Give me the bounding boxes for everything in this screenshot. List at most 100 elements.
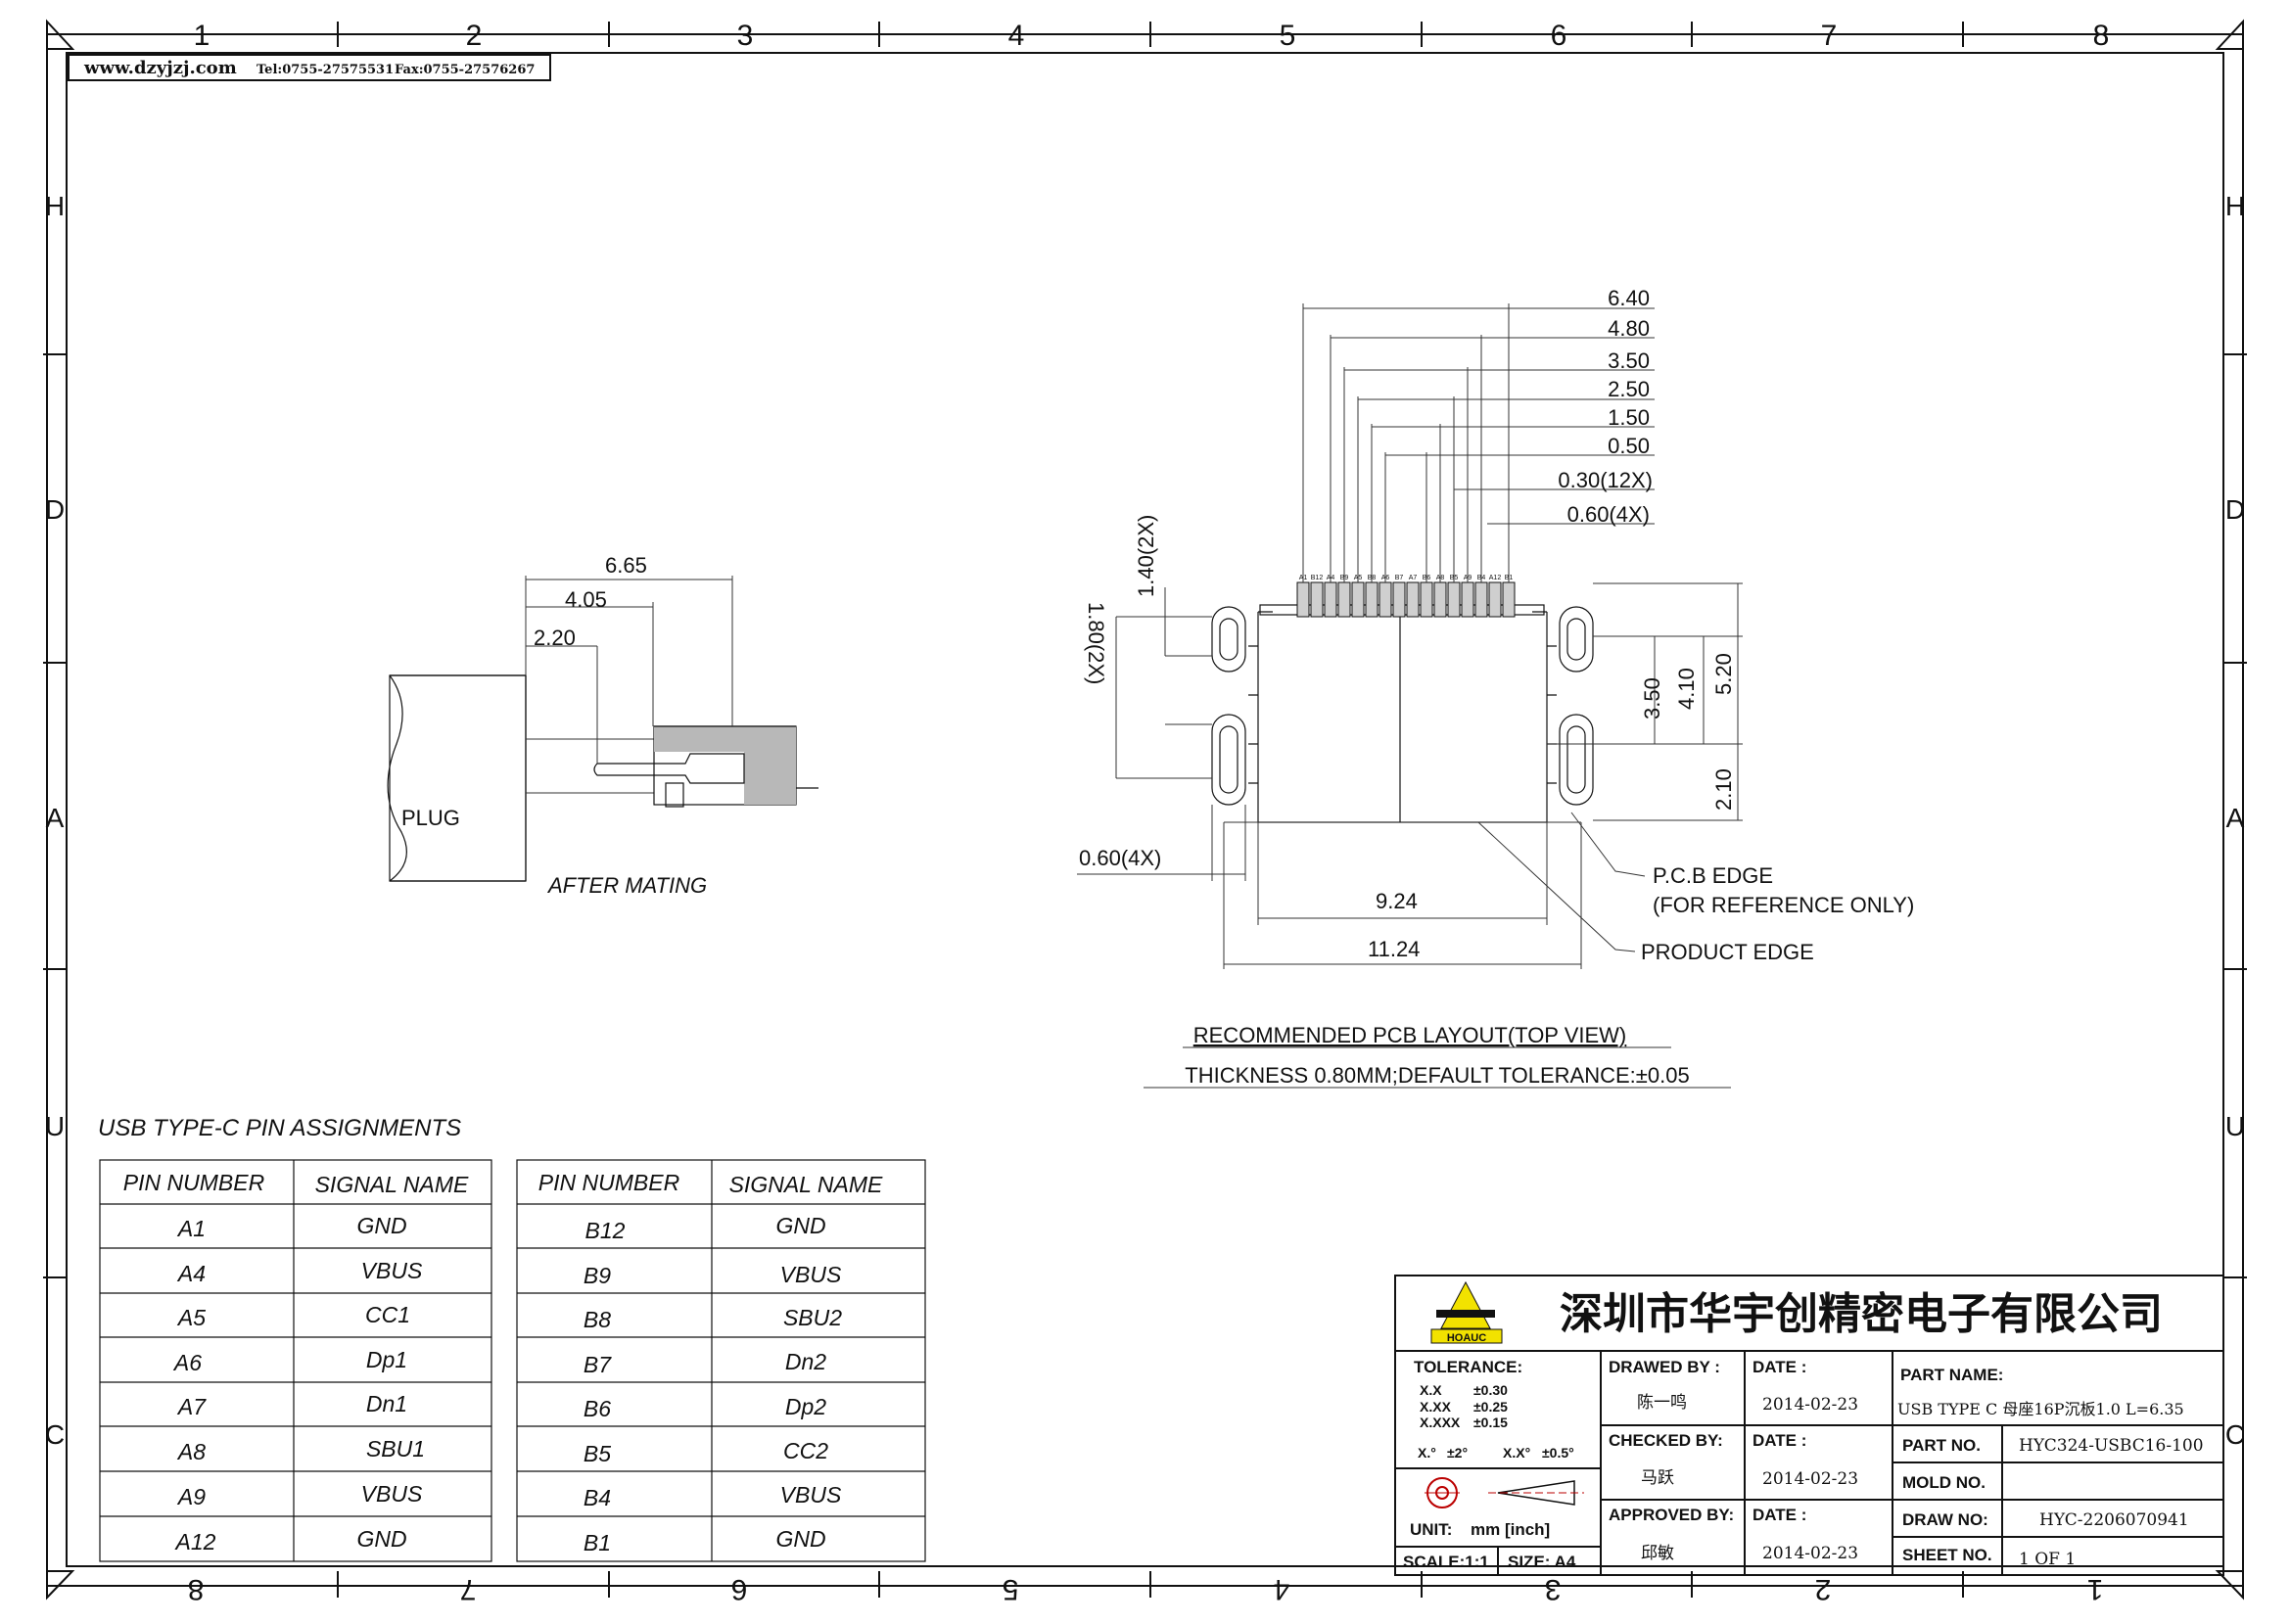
dim-3-50-top: 3.50 (1608, 348, 1650, 373)
table-a-pin: A4 (176, 1261, 206, 1286)
dim-0-50: 0.50 (1608, 434, 1650, 458)
pad-2 (1310, 581, 1324, 618)
table-b-pin: B12 (585, 1218, 626, 1243)
row-label-c-right: C (2225, 1419, 2245, 1450)
approved-by-label: APPROVED BY: (1609, 1506, 1734, 1524)
col-label-bottom-5: 4 (1274, 1573, 1290, 1605)
table-b-signal: CC2 (783, 1438, 828, 1463)
pad-label-b7: B7 (1395, 575, 1404, 581)
pad-label-b12: B12 (1311, 575, 1324, 581)
table-b-pin: B1 (584, 1530, 611, 1555)
col-label-2: 2 (466, 20, 483, 52)
col-label-bottom-1: 8 (188, 1573, 205, 1605)
col-label-bottom-8: 1 (2087, 1573, 2104, 1605)
company-logo: HOAUC (1430, 1280, 1503, 1344)
website-link[interactable]: www.dzyjzj.com (83, 58, 237, 78)
dim-2-10: 2.10 (1711, 768, 1736, 811)
row-label-c-left: C (45, 1419, 65, 1450)
table-b-signal: VBUS (780, 1482, 842, 1508)
dim-3-50-right: 3.50 (1640, 677, 1664, 719)
dim-1-80-2x: 1.80(2X) (1084, 602, 1108, 684)
row-label-u-left: U (45, 1111, 65, 1141)
table-a-pin: A9 (176, 1484, 206, 1509)
pad-label-a7: A7 (1409, 575, 1418, 581)
pad-16 (1502, 581, 1516, 618)
pad-12 (1447, 581, 1461, 618)
unit-value: mm [inch] (1471, 1520, 1550, 1539)
draw-no-value: HYC-2206070941 (2039, 1510, 2189, 1530)
mounting-slots (1211, 606, 1594, 806)
tol-angle-2: X.X° (1503, 1445, 1530, 1461)
date-value-2: 2014-02-23 (1762, 1469, 1858, 1489)
row-label-h-right: H (2225, 191, 2245, 221)
tol-x-xx-val: ±0.25 (1473, 1399, 1508, 1415)
tol-x-xx: X.XX (1420, 1399, 1452, 1415)
col-label-bottom-6: 3 (1545, 1573, 1562, 1605)
part-name-label: PART NAME: (1900, 1366, 2003, 1384)
pad-15 (1488, 581, 1502, 618)
row-label-a-right: A (2226, 803, 2245, 833)
table-a-pin: A5 (176, 1305, 206, 1330)
drawed-by-name: 陈一鸣 (1637, 1393, 1687, 1413)
col-label-3: 3 (737, 20, 754, 52)
pcb-layout-view: A1 B12 A4 B9 A5 B8 A6 B7 A7 B6 A8 B5 A9 … (1077, 286, 1914, 1089)
sheet-no-value: 1 OF 1 (2019, 1550, 2076, 1569)
table-b-pin: B5 (584, 1441, 611, 1466)
col-label-bottom-4: 5 (1003, 1573, 1019, 1605)
part-no-label: PART NO. (1902, 1436, 1981, 1455)
mold-no-label: MOLD NO. (1902, 1473, 1986, 1492)
pcb-edge-note: (FOR REFERENCE ONLY) (1653, 893, 1914, 917)
pad-11 (1433, 581, 1447, 618)
dim-1-50: 1.50 (1608, 405, 1650, 430)
table-a-signal: VBUS (361, 1258, 423, 1283)
table-b-pin: B8 (584, 1307, 611, 1332)
corner-markers (46, 19, 2244, 1601)
tolerance-label: TOLERANCE: (1414, 1358, 1522, 1376)
pad-9 (1406, 581, 1420, 618)
tol-x-xxx: X.XXX (1420, 1415, 1461, 1430)
tol-x-x-val: ±0.30 (1473, 1382, 1508, 1398)
table-b-pin: B4 (584, 1485, 611, 1510)
col-label-6: 6 (1551, 20, 1567, 52)
approved-by-name: 邱敏 (1641, 1544, 1674, 1563)
phone-number: Tel:0755-27575531 (257, 63, 394, 77)
logo-text: HOAUC (1447, 1332, 1486, 1344)
dim-4-80: 4.80 (1608, 316, 1650, 341)
pad-13 (1461, 581, 1474, 618)
dim-4-05: 4.05 (565, 587, 607, 612)
pin-table-a: PIN NUMBER SIGNAL NAME A1 GND A4 VBUS A5… (99, 1159, 492, 1562)
plug-label: PLUG (401, 806, 460, 830)
table-a-pin: A12 (174, 1529, 216, 1554)
draw-no-label: DRAW NO: (1902, 1510, 1988, 1529)
table-a-header-pin: PIN NUMBER (123, 1170, 264, 1195)
col-label-bottom-2: 7 (460, 1573, 477, 1605)
row-label-d-left: D (45, 494, 65, 525)
sheet-frame (46, 33, 2244, 1587)
row-label-h-left: H (45, 191, 65, 221)
table-a-header-signal: SIGNAL NAME (315, 1172, 469, 1197)
receptacle-body (593, 725, 818, 808)
dim-0-30-12x: 0.30(12X) (1558, 468, 1653, 492)
table-b-header-pin: PIN NUMBER (538, 1170, 679, 1195)
dim-5-20: 5.20 (1711, 653, 1736, 695)
row-label-u-right: U (2225, 1111, 2245, 1141)
pcb-edge-label: P.C.B EDGE (1653, 863, 1773, 888)
pad-1 (1296, 581, 1310, 618)
dim-6-40: 6.40 (1608, 286, 1650, 310)
pad-7 (1379, 581, 1392, 618)
row-label-a-left: A (46, 803, 65, 833)
col-label-4: 4 (1008, 20, 1025, 52)
table-a-pin: A8 (176, 1439, 206, 1464)
company-name: 深圳市华宇创精密电子有限公司 (1560, 1289, 2163, 1339)
tol-angle-2-val: ±0.5° (1542, 1445, 1574, 1461)
table-b-signal: GND (775, 1526, 825, 1552)
table-b-header-signal: SIGNAL NAME (729, 1172, 883, 1197)
fax-number: Fax:0755-27576267 (395, 63, 535, 77)
drawed-by-label: DRAWED BY : (1609, 1358, 1720, 1376)
dim-1-40-2x: 1.40(2X) (1134, 515, 1158, 597)
pad-6 (1365, 581, 1379, 618)
tol-x-x: X.X (1420, 1382, 1442, 1398)
size-value: SIZE: A4 (1508, 1553, 1576, 1571)
pad-10 (1420, 581, 1433, 618)
